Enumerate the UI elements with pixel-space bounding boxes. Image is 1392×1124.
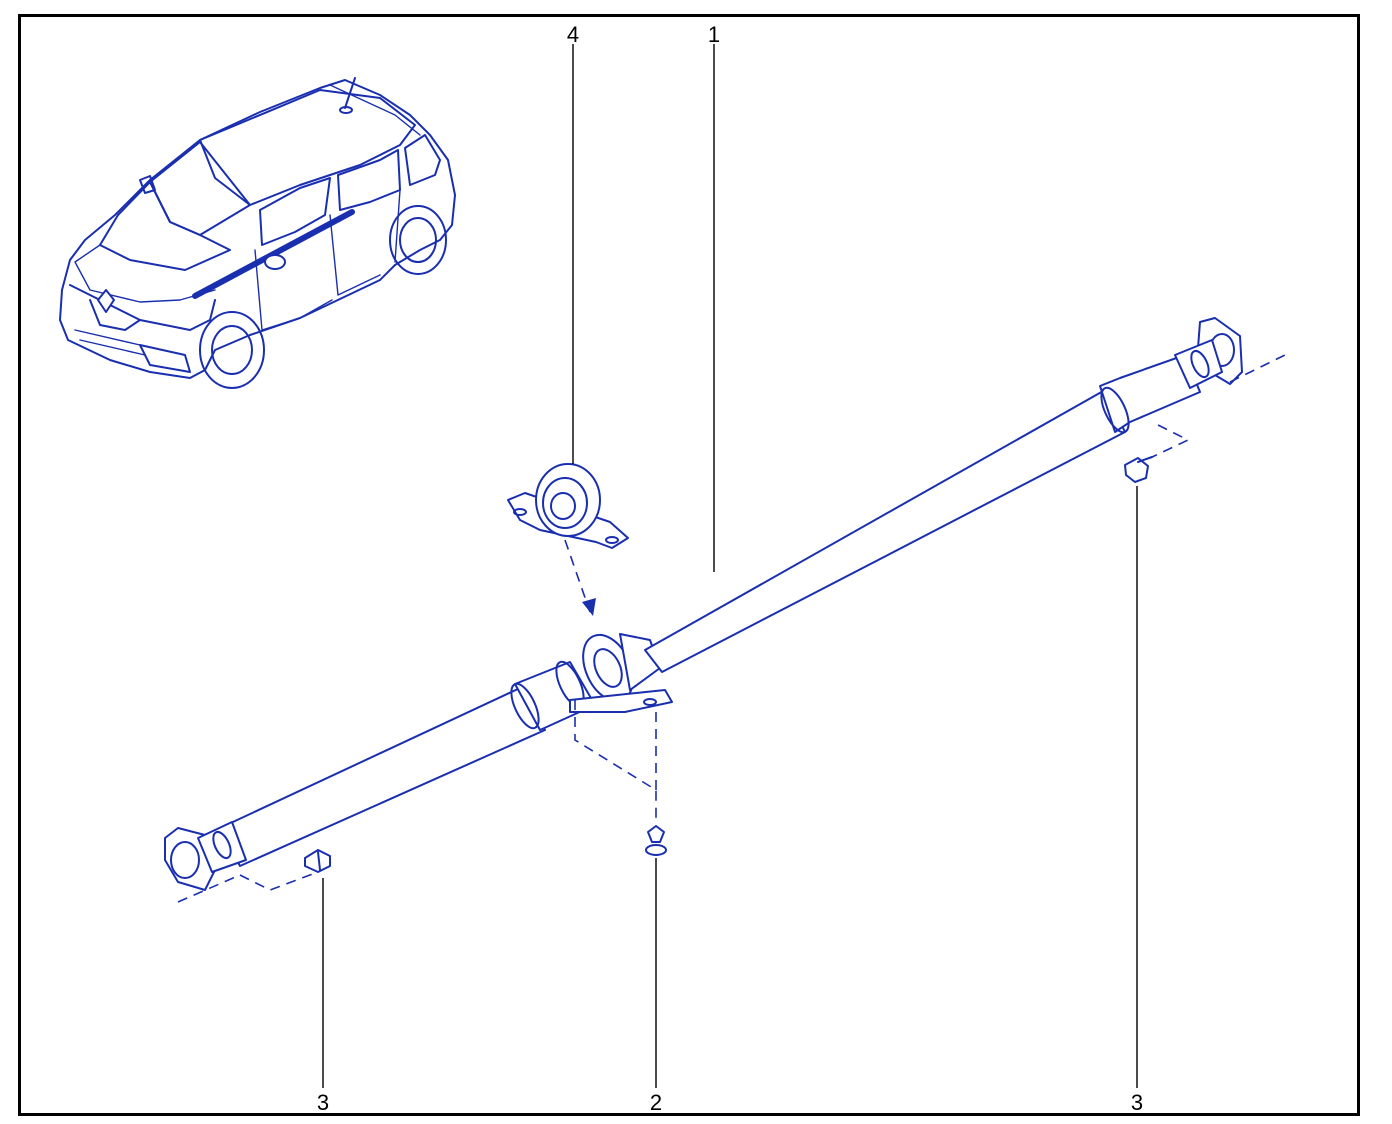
callout-4: 4 — [567, 22, 579, 47]
callout-1: 1 — [708, 22, 720, 47]
bolt-right — [1124, 456, 1153, 483]
callout-3-left: 3 — [317, 1090, 329, 1115]
propeller-shaft — [164, 317, 1286, 903]
diagram-frame — [18, 14, 1360, 1116]
bolt-center — [645, 825, 667, 856]
center-bearing — [507, 463, 629, 549]
callout-2: 2 — [650, 1090, 662, 1115]
assembly-lines — [239, 424, 1190, 891]
leader-lines — [322, 44, 1138, 1088]
car-icon — [59, 77, 456, 389]
callout-3-right: 3 — [1131, 1090, 1143, 1115]
bolt-left — [304, 849, 331, 873]
